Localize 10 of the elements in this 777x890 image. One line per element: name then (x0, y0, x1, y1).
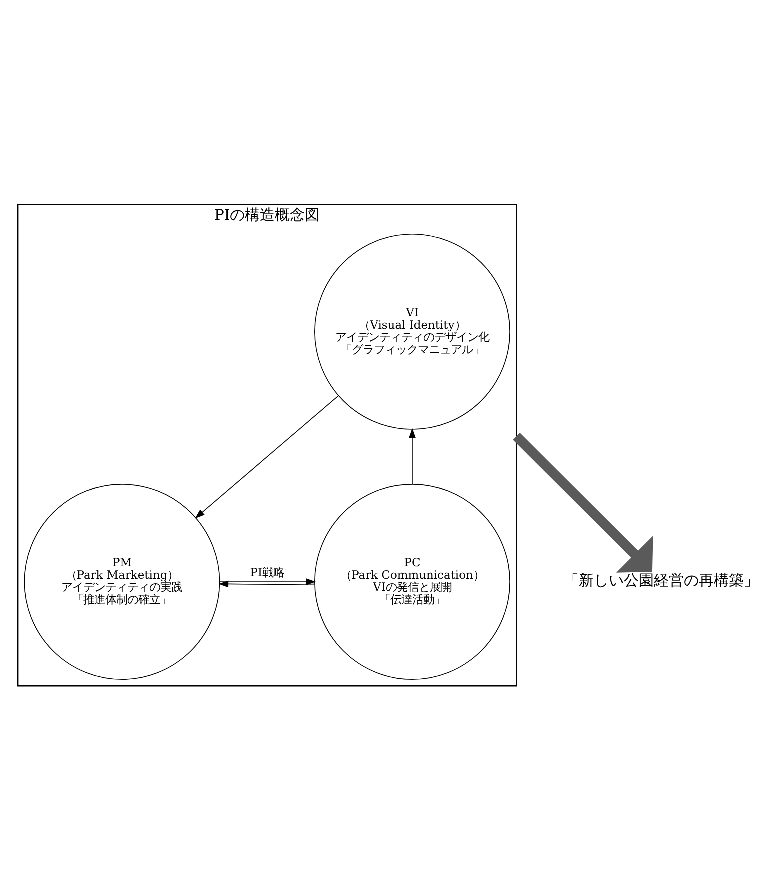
arrow (195, 395, 339, 518)
arrow (220, 578, 316, 585)
node-circle: PC （Park Communication） VIの発信と展開「伝達活動」 (314, 484, 510, 680)
node-circle: PM （Park Marketing） アイデンティティの実践「推進体制の確立」 (24, 484, 220, 680)
node-circle: VI （Visual Identity） アイデンティティのデザイン化「グラフィックマニュアル」 (314, 233, 510, 430)
arrow (513, 432, 654, 572)
node-text: 「新しい公園経営の再構築」 (564, 572, 760, 590)
edge-label: PI戦略 (250, 564, 284, 579)
arrow (218, 580, 316, 588)
arrow (409, 428, 416, 484)
